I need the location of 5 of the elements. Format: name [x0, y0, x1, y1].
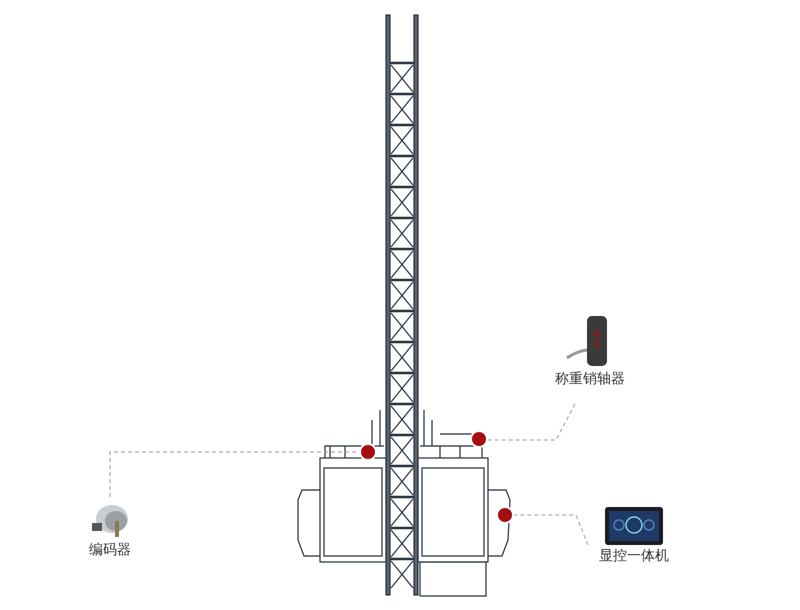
component-label: 称重销轴器 — [554, 370, 626, 388]
leader-line — [514, 514, 588, 546]
leader-line — [488, 404, 576, 440]
component-label: 显控一体机 — [598, 547, 670, 565]
component-label: 编码器 — [88, 541, 132, 559]
